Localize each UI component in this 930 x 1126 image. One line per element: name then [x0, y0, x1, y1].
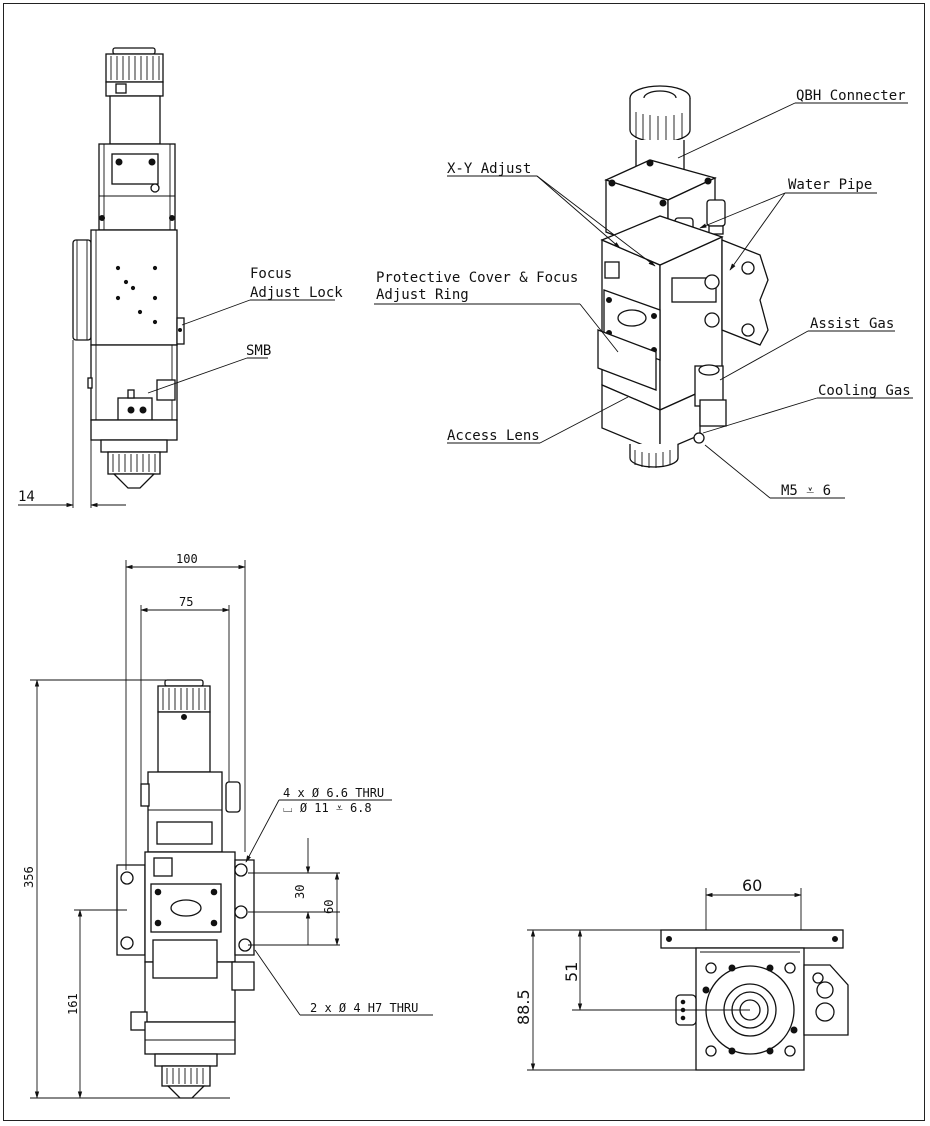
dim-top-width: 60 — [742, 876, 762, 895]
protective-cover-label-2: Adjust Ring — [376, 287, 469, 303]
assist-gas-label: Assist Gas — [810, 316, 894, 332]
focus-lock-label-1: Focus — [250, 266, 292, 282]
cooling-gas-label: Cooling Gas — [818, 383, 911, 399]
cooling-thread-label: M5 ⩡ 6 — [781, 483, 831, 499]
dim-hole-pitch-small: 30 — [293, 885, 307, 899]
front-view — [30, 560, 433, 1099]
isometric-view — [374, 85, 913, 499]
dim-top-depth: 88.5 — [514, 989, 533, 1025]
pin-holes-label: 2 x Ø 4 H7 THRU — [310, 1001, 418, 1015]
dim-top-center: 51 — [562, 962, 581, 982]
holes-thru-label-1: 4 x Ø 6.6 THRU — [283, 786, 384, 800]
dim-mount-width: 75 — [179, 595, 193, 609]
access-lens-label: Access Lens — [447, 428, 540, 444]
holes-thru-label-2: ⌴ Ø 11 ⩡ 6.8 — [283, 801, 372, 815]
top-view — [527, 888, 849, 1071]
xy-adjust-label: X-Y Adjust — [447, 161, 531, 177]
qbh-label: QBH Connecter — [796, 88, 906, 104]
dim-mount-height: 161 — [66, 993, 80, 1015]
side-view — [18, 47, 335, 508]
dim-side-offset: 14 — [18, 489, 35, 505]
dim-overall-width: 100 — [176, 552, 198, 566]
dim-overall-height: 356 — [22, 866, 36, 888]
drawing-frame — [3, 3, 925, 1121]
protective-cover-label-1: Protective Cover & Focus — [376, 270, 578, 286]
dim-hole-pitch-large: 60 — [322, 900, 336, 914]
water-pipe-label: Water Pipe — [788, 177, 872, 193]
focus-lock-label-2: Adjust Lock — [250, 285, 343, 301]
smb-label: SMB — [246, 343, 271, 359]
